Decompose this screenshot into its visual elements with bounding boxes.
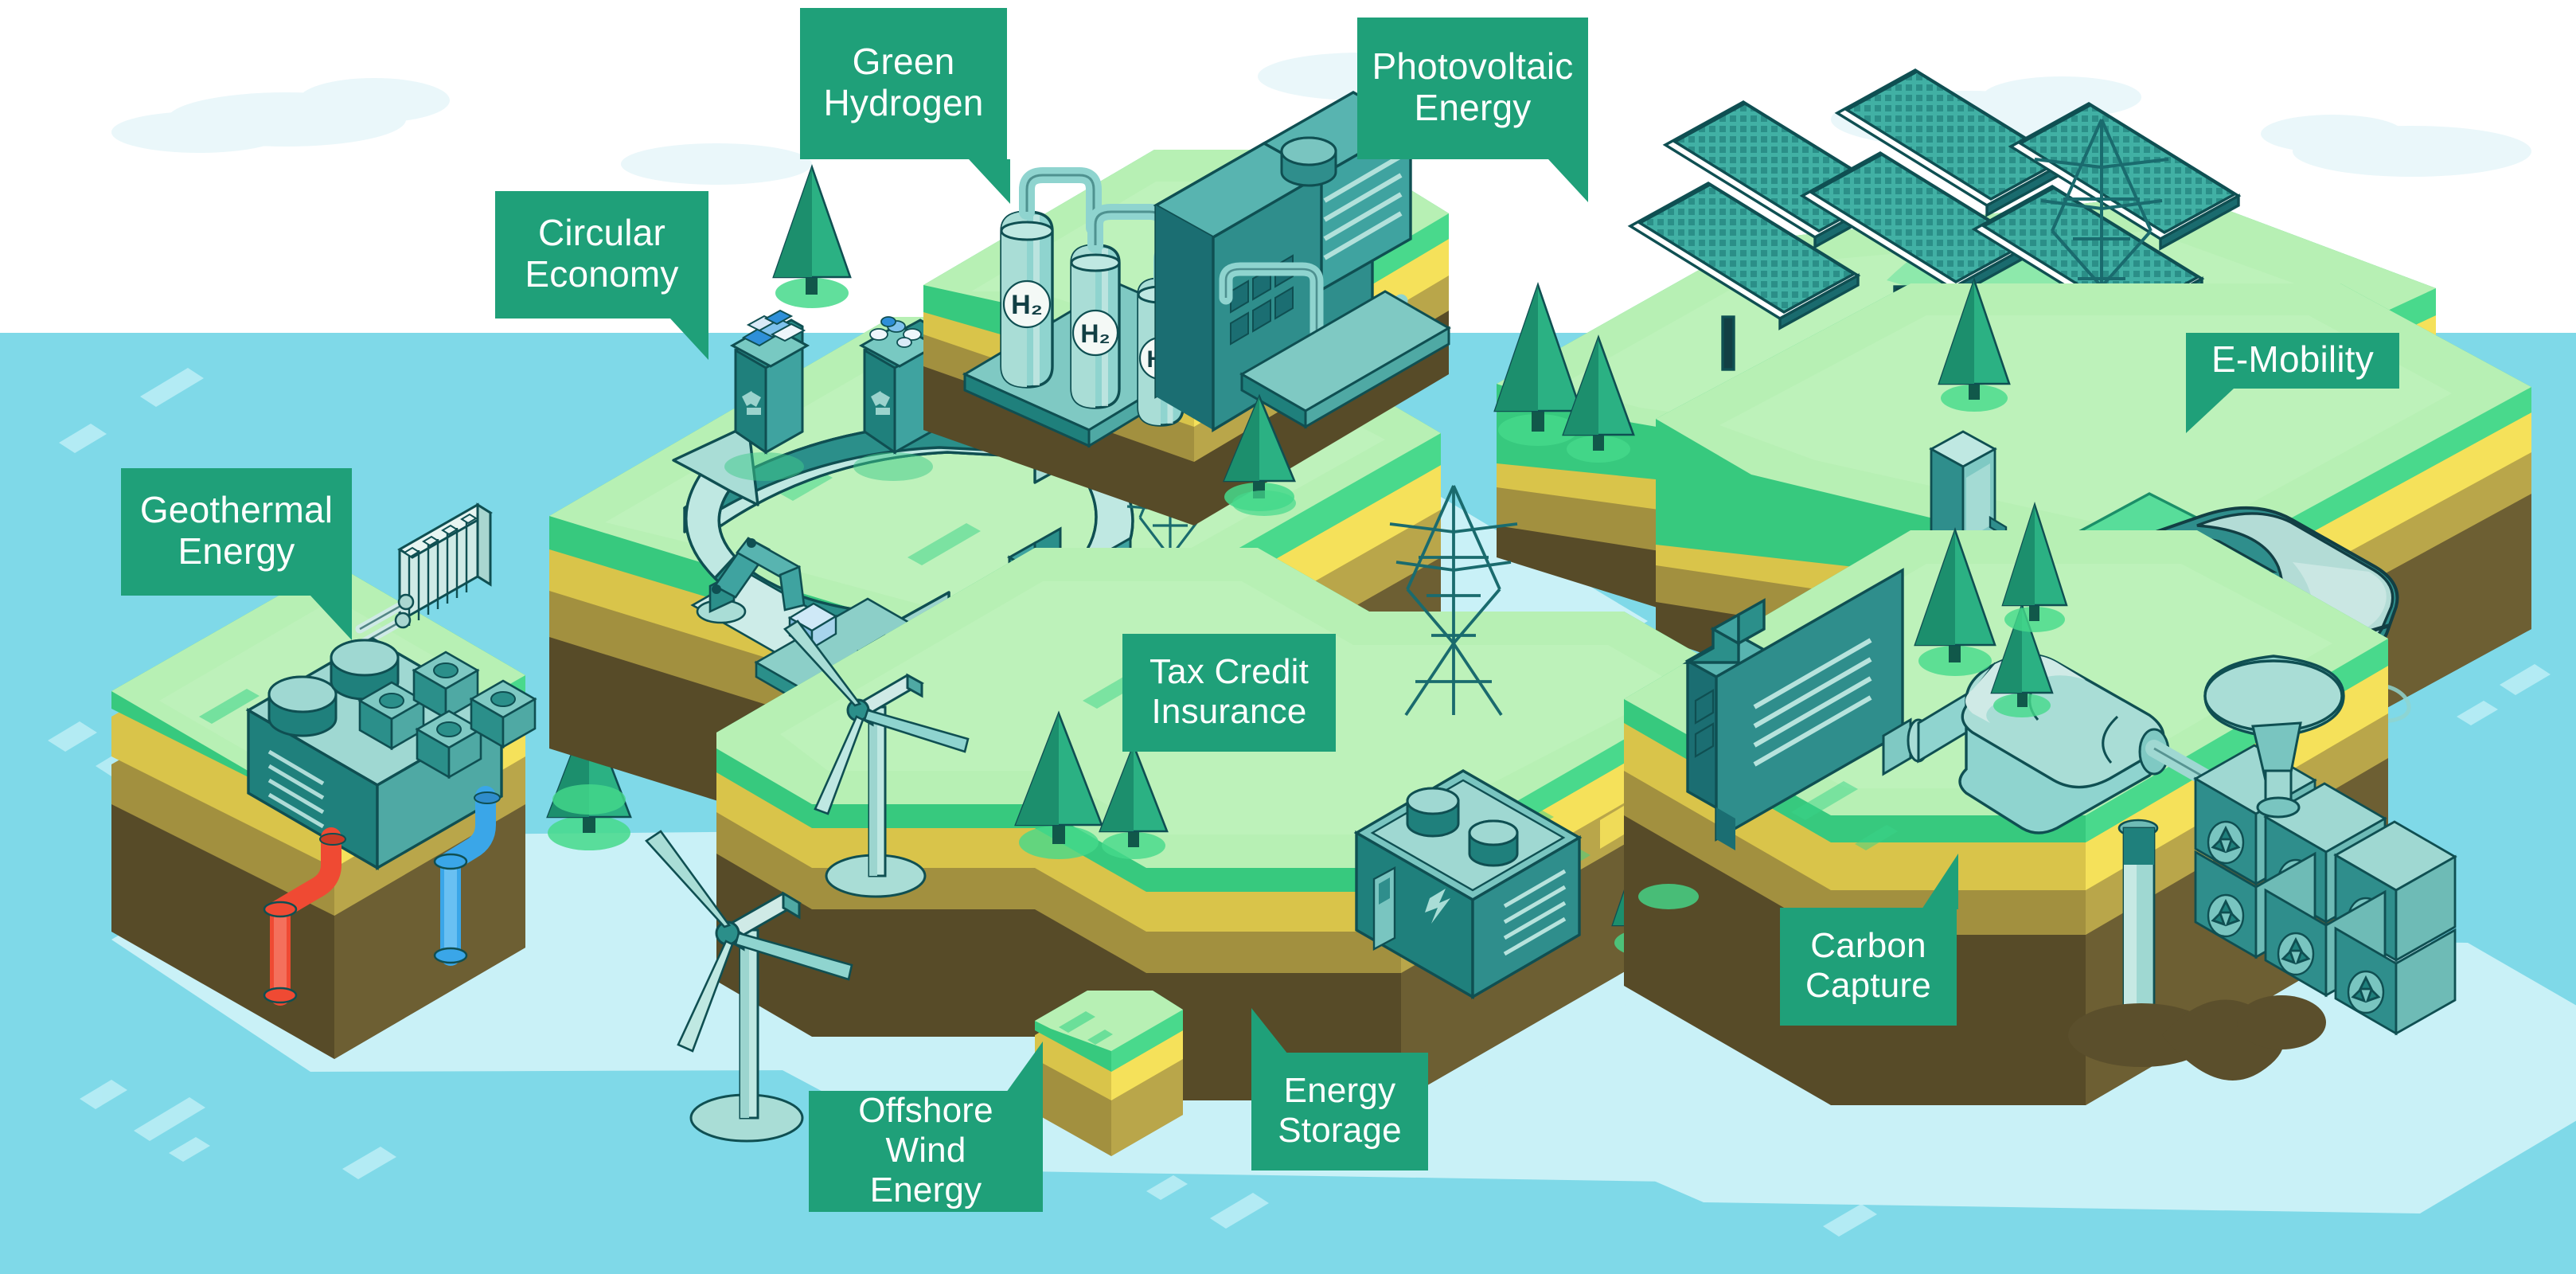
h2-badge-label-2: H₂ bbox=[1080, 319, 1110, 348]
callout-photovoltaic[interactable]: Photovoltaic Energy bbox=[1357, 18, 1588, 202]
tree bbox=[552, 784, 626, 815]
recycle-icon bbox=[871, 391, 890, 415]
recycle-bin-paper bbox=[724, 309, 810, 481]
callout-label: E-Mobility bbox=[2211, 338, 2374, 381]
pylon-4 bbox=[1389, 485, 1518, 717]
callout-label: Offshore Wind Energy bbox=[858, 1091, 993, 1210]
callout-tail-icon bbox=[2186, 389, 2234, 433]
tree bbox=[1493, 281, 1583, 446]
callout-label: Green Hydrogen bbox=[823, 41, 984, 123]
wind-turbine-1 bbox=[783, 619, 970, 898]
callout-tail-icon bbox=[1922, 854, 1958, 909]
wind-turbine-2 bbox=[645, 830, 853, 1143]
callout-offshore-wind[interactable]: Offshore Wind Energy bbox=[809, 1041, 1043, 1212]
callout-energy-storage[interactable]: Energy Storage bbox=[1251, 1008, 1428, 1170]
callout-label: Carbon Capture bbox=[1805, 926, 1931, 1005]
callout-tail-icon bbox=[1548, 159, 1588, 202]
heat-pump bbox=[245, 637, 537, 870]
callout-carbon-capture[interactable]: Carbon Capture bbox=[1780, 854, 1958, 1026]
tree bbox=[1099, 742, 1169, 859]
battery-container bbox=[1353, 769, 1632, 999]
geothermal-island bbox=[111, 502, 632, 1059]
h2-badge-circle bbox=[1002, 279, 1052, 329]
recycle-icon bbox=[742, 391, 761, 415]
callout-label: Tax Credit Insurance bbox=[1149, 652, 1309, 731]
callout-e-mobility[interactable]: E-Mobility bbox=[2186, 333, 2399, 433]
tree bbox=[1562, 334, 1635, 463]
callout-label: Energy Storage bbox=[1278, 1071, 1402, 1150]
callout-tail-icon bbox=[969, 159, 1010, 204]
callout-label: Photovoltaic Energy bbox=[1372, 45, 1574, 128]
hot-pipe bbox=[263, 827, 346, 1006]
hydrogen-island: H₂ H₂ H₂ bbox=[772, 91, 1452, 526]
callout-tax-credit-insurance[interactable]: Tax Credit Insurance bbox=[1122, 634, 1336, 752]
h2-tank-1: H₂ bbox=[1000, 167, 1102, 389]
callout-tail-icon bbox=[670, 318, 708, 360]
tree bbox=[1914, 527, 1996, 676]
h2-badge-label-1: H₂ bbox=[1011, 290, 1043, 320]
lightning-bolt-icon bbox=[1425, 889, 1450, 924]
islet bbox=[1035, 991, 1183, 1156]
recycle-bin-plastic bbox=[853, 316, 939, 481]
valve-blocks bbox=[357, 651, 537, 780]
oil-reservoir bbox=[2068, 995, 2326, 1081]
funnel bbox=[2203, 655, 2345, 819]
tree bbox=[1638, 884, 1699, 909]
tree bbox=[1014, 710, 1103, 859]
callout-label: Geothermal Energy bbox=[139, 489, 334, 572]
tree bbox=[2001, 502, 2068, 632]
solar-panel-array bbox=[1627, 68, 2242, 371]
callout-circular-economy[interactable]: Circular Economy bbox=[495, 191, 708, 360]
carbon-factory bbox=[1682, 568, 1904, 850]
callout-green-hydrogen[interactable]: Green Hydrogen bbox=[800, 8, 1010, 204]
callout-tail-icon bbox=[1006, 1041, 1043, 1092]
callout-label: Circular Economy bbox=[525, 212, 679, 295]
carbon-island bbox=[1624, 502, 2457, 1105]
cold-pipe bbox=[433, 786, 501, 966]
callout-tail-icon bbox=[1251, 1008, 1288, 1054]
tree bbox=[772, 164, 852, 308]
hydrogen-plant bbox=[1153, 91, 1452, 433]
callout-geothermal[interactable]: Geothermal Energy bbox=[121, 468, 352, 640]
radiator bbox=[352, 502, 493, 651]
tree bbox=[1232, 490, 1296, 516]
callout-tail-icon bbox=[310, 596, 352, 640]
tree bbox=[1938, 276, 2011, 412]
